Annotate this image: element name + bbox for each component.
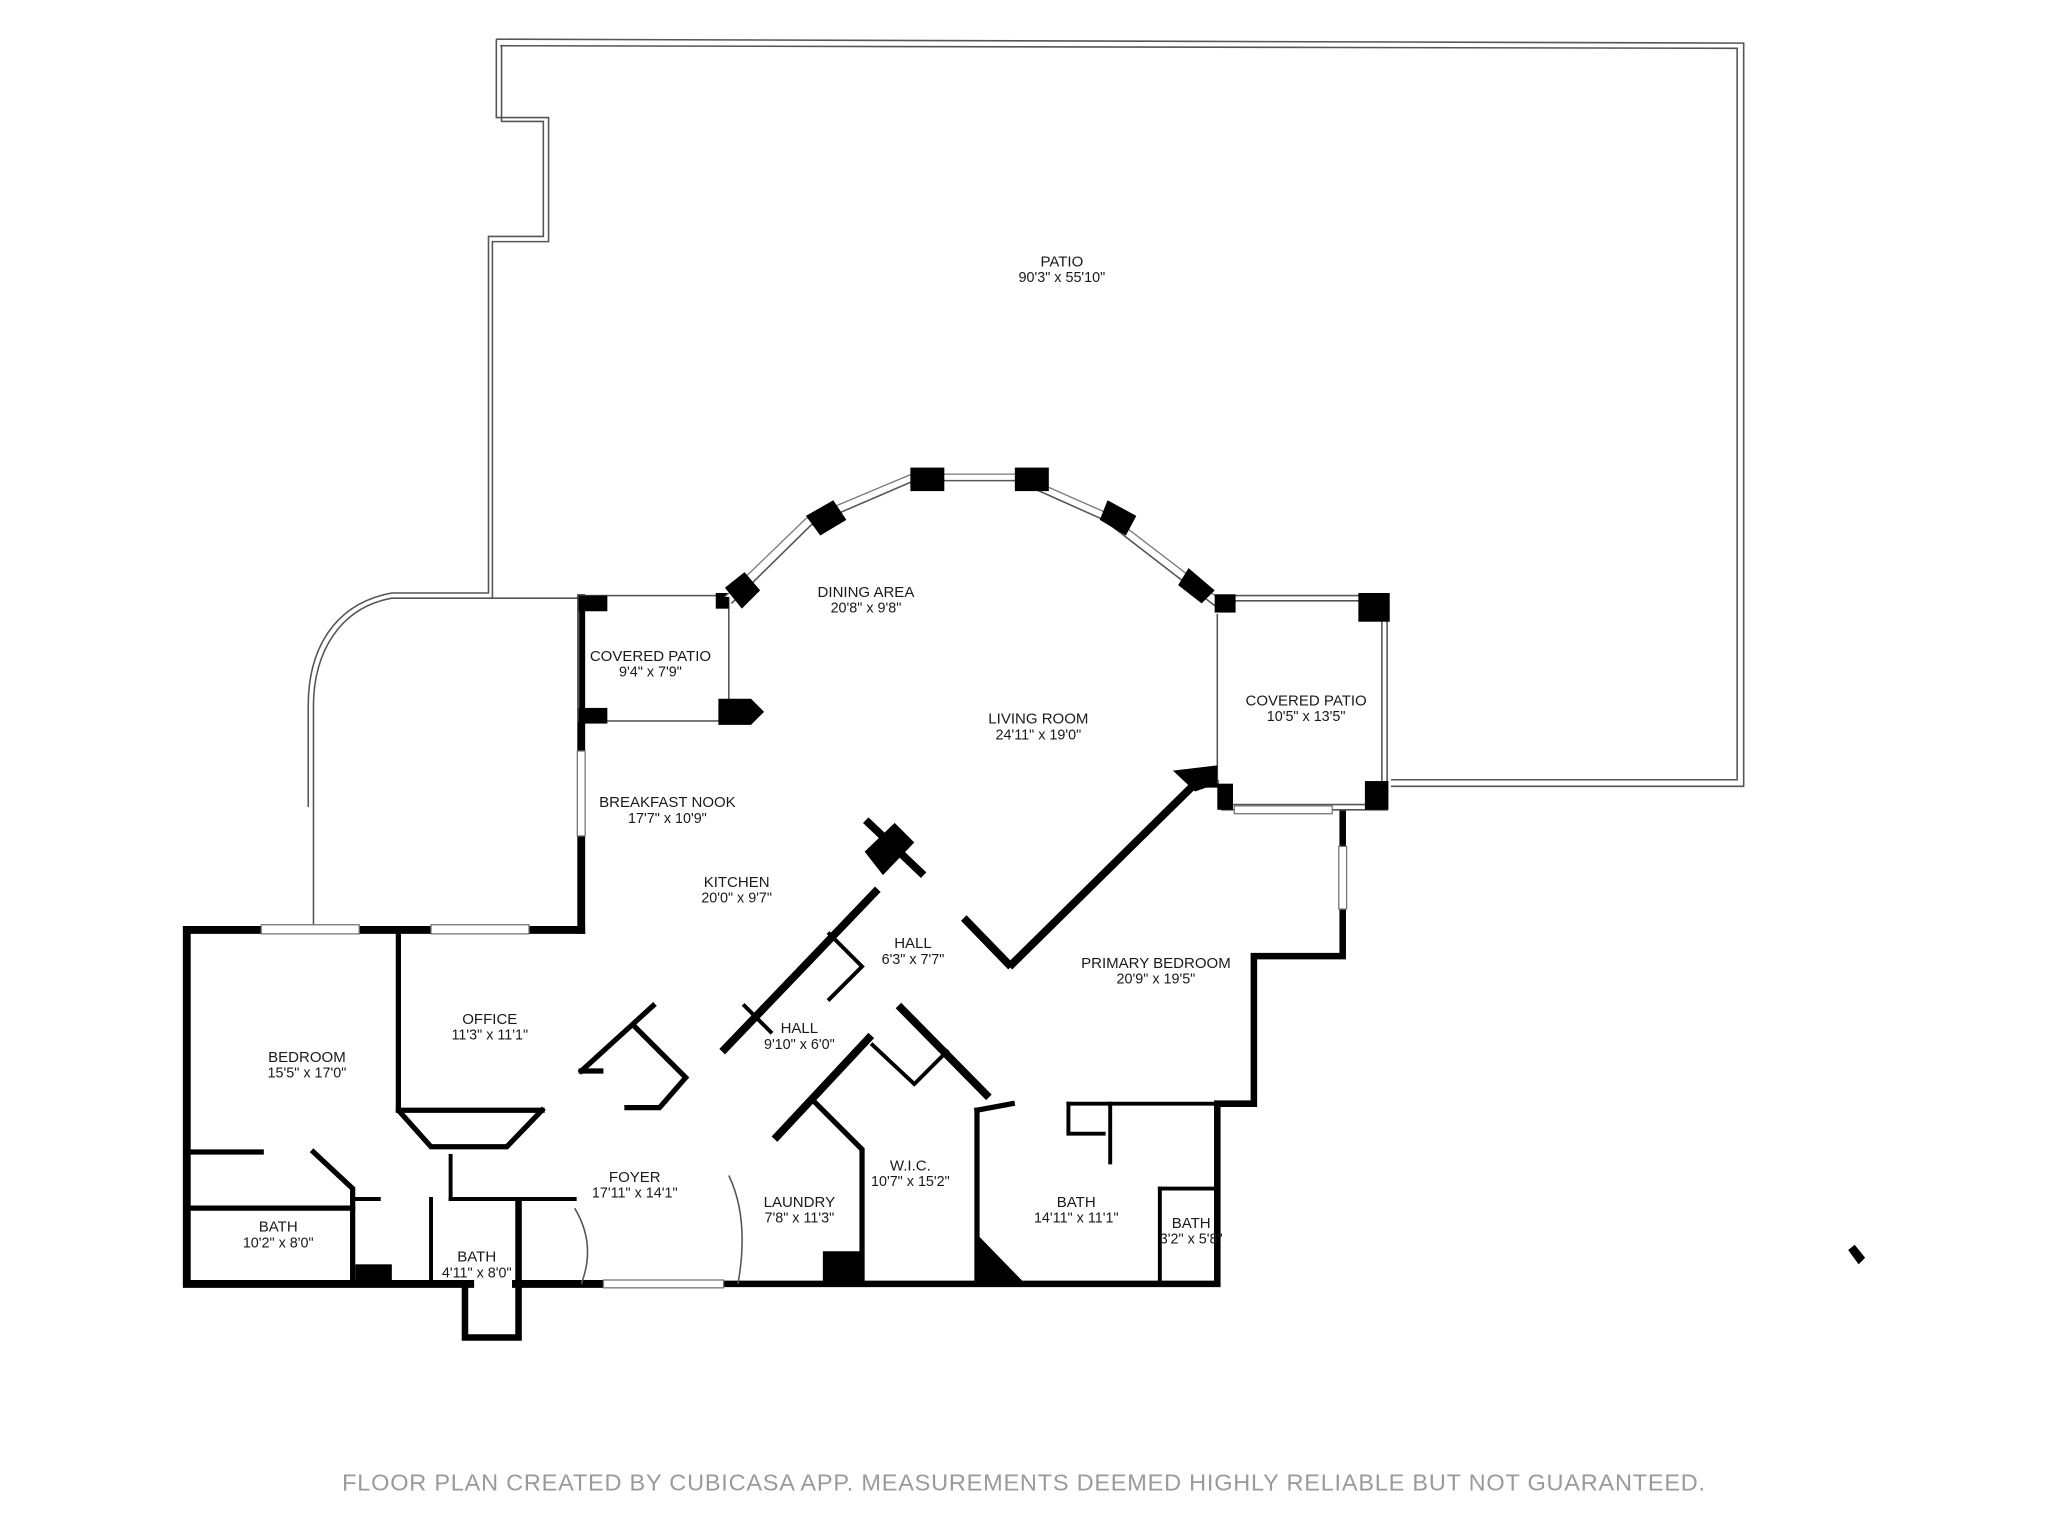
dining-bay [724,467,1236,792]
room-dims-primary-bedroom: 20'9" x 19'5" [1117,972,1196,988]
room-name-kitchen: KITCHEN [704,874,770,891]
room-name-primary-bedroom: PRIMARY BEDROOM [1081,955,1231,972]
patio-outline [307,38,1745,928]
room-name-office: OFFICE [462,1011,517,1028]
footer-disclaimer: FLOOR PLAN CREATED BY CUBICASA APP. MEAS… [342,1469,1706,1495]
room-dims-living-room: 24'11" x 19'0" [996,727,1082,743]
room-name-hall-lower: HALL [781,1020,819,1037]
door-arcs [574,1175,743,1285]
room-name-living-room: LIVING ROOM [988,711,1088,728]
room-dims-office: 11'3" x 11'1" [451,1028,528,1044]
room-dims-covered-patio-left: 9'4" x 7'9" [619,665,682,681]
room-name-bedroom: BEDROOM [268,1049,346,1066]
room-dims-laundry: 7'8" x 11'3" [764,1211,834,1227]
room-name-covered-patio-left: COVERED PATIO [590,648,711,665]
room-dims-primary-bath: 14'11" x 11'1" [1034,1211,1119,1227]
room-labels: PATIO 90'3" x 55'10" DINING AREA 20'8" x… [243,253,1367,1281]
room-name-hall-upper: HALL [894,935,932,952]
covered-patio-left [577,592,765,725]
room-dims-hall-bath: 4'11" x 8'0" [442,1265,512,1281]
room-dims-hall-lower: 9'10" x 6'0" [764,1037,835,1053]
room-name-breakfast-nook: BREAKFAST NOOK [599,794,736,811]
room-dims-bedroom-bath: 10'2" x 8'0" [243,1235,314,1251]
room-dims-kitchen: 20'0" x 9'7" [701,891,772,907]
room-name-patio: PATIO [1040,253,1083,270]
interior-walls [184,927,1220,1287]
room-dims-foyer: 17'11" x 14'1" [592,1186,678,1202]
room-dims-hall-upper: 6'3" x 7'7" [882,952,945,968]
room-dims-small-bath: 3'2" x 5'8" [1160,1231,1223,1247]
room-name-wic: W.I.C. [890,1157,931,1174]
room-dims-patio: 90'3" x 55'10" [1019,270,1106,286]
windows [260,750,1348,1289]
room-dims-covered-patio-right: 10'5" x 13'5" [1267,709,1346,725]
room-name-covered-patio-right: COVERED PATIO [1245,692,1366,709]
room-name-foyer: FOYER [609,1169,661,1186]
room-name-small-bath: BATH [1172,1215,1211,1232]
room-dims-dining-area: 20'8" x 9'8" [831,601,902,617]
room-dims-breakfast-nook: 17'7" x 10'9" [628,811,707,827]
room-name-bedroom-bath: BATH [259,1219,298,1236]
room-name-primary-bath: BATH [1057,1194,1096,1211]
room-name-dining-area: DINING AREA [818,584,915,601]
room-name-laundry: LAUNDRY [764,1194,836,1211]
room-dims-wic: 10'7" x 15'2" [871,1174,950,1190]
room-name-hall-bath: BATH [457,1249,496,1266]
room-dims-bedroom: 15'5" x 17'0" [268,1066,347,1082]
